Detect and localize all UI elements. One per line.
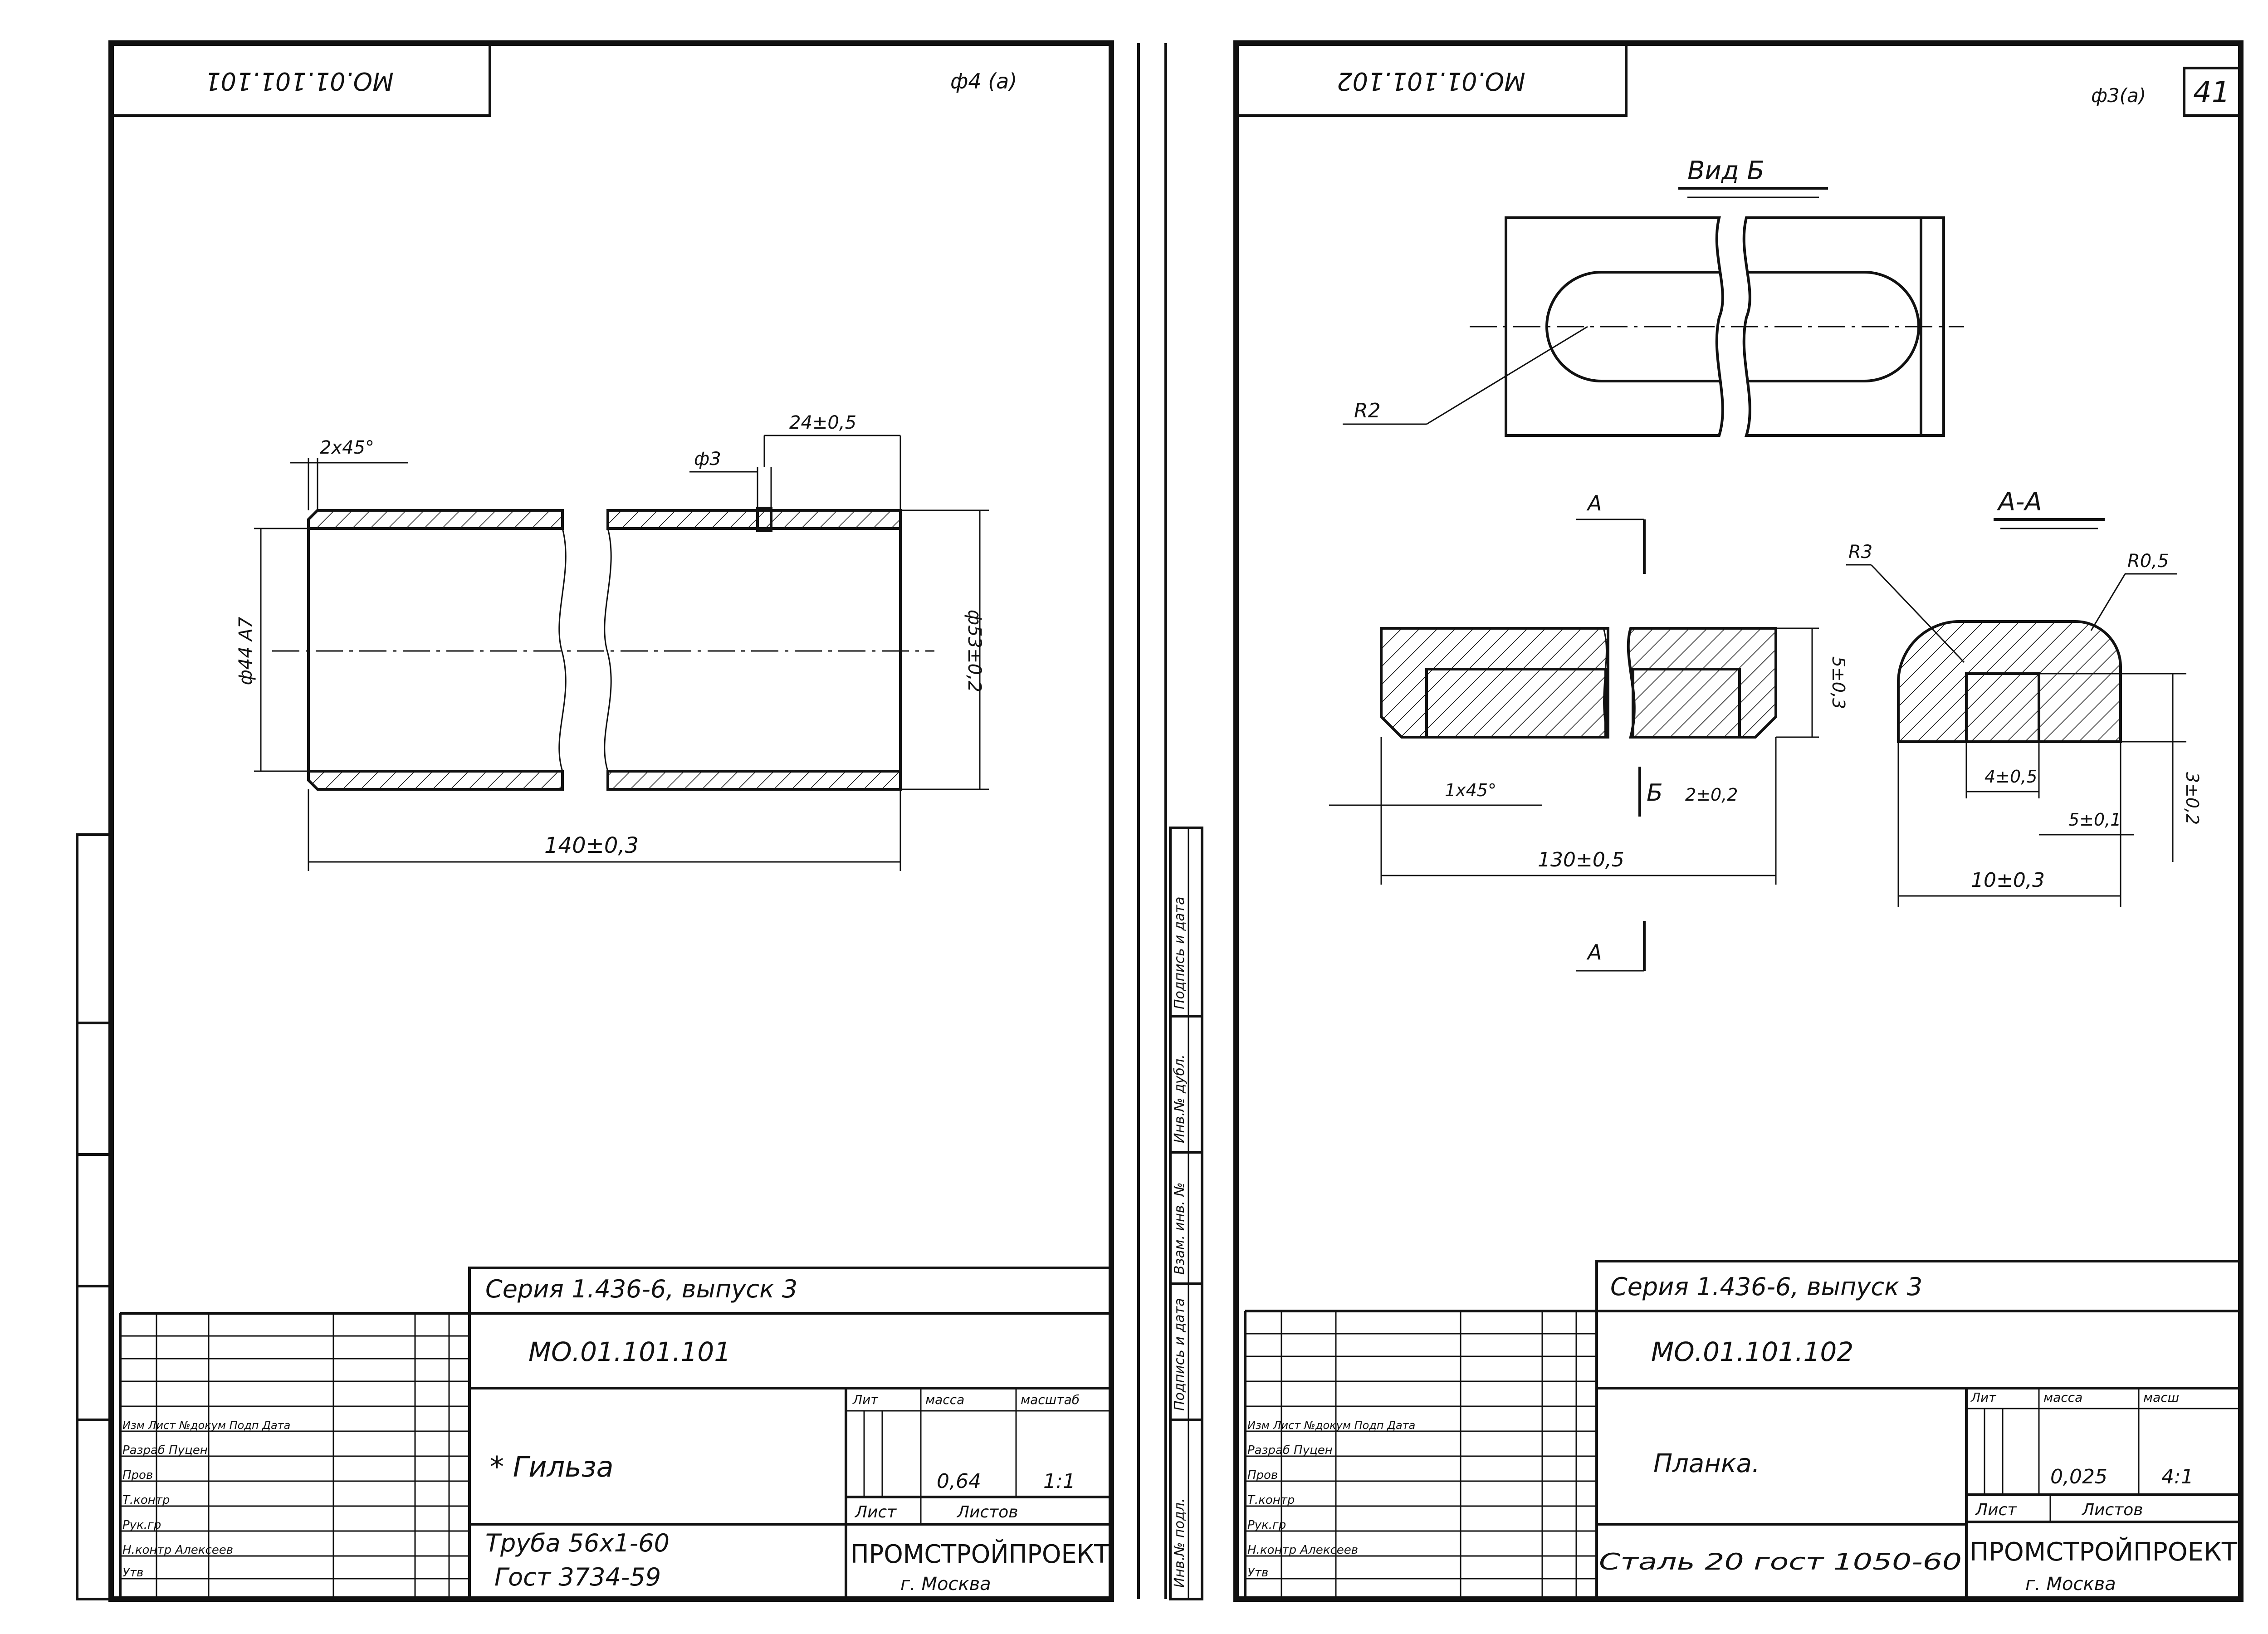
right-tb-row6: Утв <box>1247 1566 1268 1580</box>
section-label: А-А <box>1997 487 2042 517</box>
plate-chamfer: 1х45° <box>1445 780 1496 800</box>
left-tb-row5: Н.контр Алексеев <box>122 1543 233 1557</box>
right-page-number: 41 <box>2193 76 2230 109</box>
right-sheet-frame <box>1233 40 2244 1602</box>
plate-slot-width: 2±0,2 <box>1685 785 1738 805</box>
sleeve-drawing: 2х45° ф3 24±0,5 ф44 А7 ф53±0,2 140±0,3 <box>235 412 989 871</box>
section-r05: R0,5 <box>2127 551 2169 572</box>
left-tb-row3: Т.контр <box>122 1493 170 1507</box>
side-stamp-c1: Инв.№ подл. <box>1172 1498 1188 1588</box>
left-code: МО.01.101.101 <box>528 1336 731 1367</box>
cut-a: А А <box>1576 491 1646 972</box>
plate-length: 130±0,5 <box>1538 848 1624 871</box>
left-sheet-frame <box>76 40 1114 1602</box>
right-tb-row0: Изм Лист №докум Подп Дата <box>1247 1419 1415 1432</box>
left-org: ПРОМСТРОЙПРОЕКТ <box>850 1539 1110 1569</box>
left-col-mass: масса <box>925 1392 964 1407</box>
left-col-lit: Лит <box>852 1392 878 1407</box>
right-tb-row3: Т.контр <box>1247 1493 1295 1507</box>
right-stamp-code: МО.01.101.102 <box>1337 67 1525 95</box>
right-col-lit: Лит <box>1970 1390 1996 1405</box>
left-material-2: Гост 3734-59 <box>494 1563 661 1591</box>
side-stamp-c4: Инв.№ дубл. <box>1172 1054 1188 1143</box>
right-material: Сталь 20 гост 1050-60 <box>1599 1549 1962 1575</box>
sleeve-groove-pos: 24±0,5 <box>789 412 856 433</box>
left-material-1: Труба 56х1-60 <box>485 1529 670 1557</box>
right-col-sheets: Листов <box>2081 1501 2143 1519</box>
right-col-mass: масса <box>2043 1390 2082 1405</box>
left-scale: 1:1 <box>1043 1470 1075 1493</box>
plate-height: 5±0,3 <box>1828 656 1848 709</box>
right-tb-row2: Пров <box>1247 1468 1278 1482</box>
left-tb-row4: Рук.гр <box>122 1518 161 1532</box>
left-tb-row6: Утв <box>122 1566 143 1580</box>
side-stamp-c5: Подпись и дата <box>1172 897 1188 1010</box>
right-col-sheet: Лист <box>1975 1501 2017 1519</box>
right-code: МО.01.101.102 <box>1651 1336 1853 1367</box>
left-city: г. Москва <box>900 1574 991 1595</box>
left-tb-row0: Изм Лист №докум Подп Дата <box>122 1419 290 1432</box>
cut-a-top: А <box>1586 491 1602 515</box>
side-stamp: Инв.№ подл. Подпись и дата Взам. инв. № … <box>1137 43 1203 1600</box>
view-b-label: Вид Б <box>1687 156 1765 186</box>
right-scale: 4:1 <box>2161 1465 2194 1488</box>
right-series: Серия 1.436-6, выпуск 3 <box>1610 1272 1922 1301</box>
right-org: ПРОМСТРОЙПРОЕКТ <box>1970 1537 2238 1567</box>
left-series: Серия 1.436-6, выпуск 3 <box>485 1275 797 1303</box>
left-part-name: * Гильза <box>490 1450 614 1483</box>
left-col-scale: масштаб <box>1021 1392 1080 1407</box>
view-b-arrow: Б <box>1647 779 1663 807</box>
left-title-block: Изм Лист №докум Подп Дата Разраб Пуцен П… <box>119 1267 1113 1599</box>
left-mass: 0,64 <box>937 1470 981 1493</box>
left-stamp-code: МО.01.101.101 <box>205 67 393 95</box>
section-inner-w: 4±0,5 <box>1984 767 2037 787</box>
left-tb-row2: Пров <box>122 1468 153 1482</box>
right-tb-row1: Разраб Пуцен <box>1247 1443 1333 1457</box>
right-format: ф3(а) <box>2091 84 2146 107</box>
left-format: ф4 (а) <box>950 69 1017 93</box>
right-col-scale: масш <box>2143 1390 2179 1405</box>
left-col-sheet: Лист <box>854 1503 897 1521</box>
side-stamp-c3: Взам. инв. № <box>1172 1182 1188 1275</box>
side-stamp-c2: Подпись и дата <box>1172 1298 1188 1411</box>
sleeve-chamfer: 2х45° <box>320 437 374 458</box>
section-r3: R3 <box>1848 542 1872 563</box>
right-tb-row4: Рук.гр <box>1247 1518 1286 1532</box>
left-tb-row1: Разраб Пуцен <box>122 1443 208 1457</box>
section-slot-pos: 5±0,1 <box>2068 810 2121 830</box>
section-width: 10±0,3 <box>1971 869 2045 892</box>
sleeve-inner-diam: ф44 А7 <box>235 616 256 685</box>
sleeve-groove-diam: ф3 <box>694 449 721 470</box>
section-a-a: А-А R3 R0,5 4±0,5 5±0,1 10±0,3 3±0,2 <box>1846 487 2202 907</box>
right-tb-row5: Н.контр Алексеев <box>1247 1543 1358 1557</box>
sleeve-length: 140±0,3 <box>544 833 639 858</box>
right-mass: 0,025 <box>2050 1465 2107 1488</box>
left-col-sheets: Листов <box>956 1503 1018 1521</box>
plate-side: 5±0,3 130±0,5 1х45° Б 2±0,2 <box>1329 627 1848 885</box>
right-city: г. Москва <box>2025 1574 2116 1595</box>
cut-a-bottom: А <box>1586 940 1602 964</box>
section-small-h: 3±0,2 <box>2182 772 2202 825</box>
right-title-block: Изм Лист №докум Подп Дата Разраб Пуцен П… <box>1244 1260 2242 1599</box>
right-part-name: Планка. <box>1653 1449 1760 1478</box>
view-b: Вид Б R2 <box>1343 156 1964 437</box>
view-b-r2: R2 <box>1354 399 1381 422</box>
sleeve-outer-diam: ф53±0,2 <box>964 610 985 692</box>
